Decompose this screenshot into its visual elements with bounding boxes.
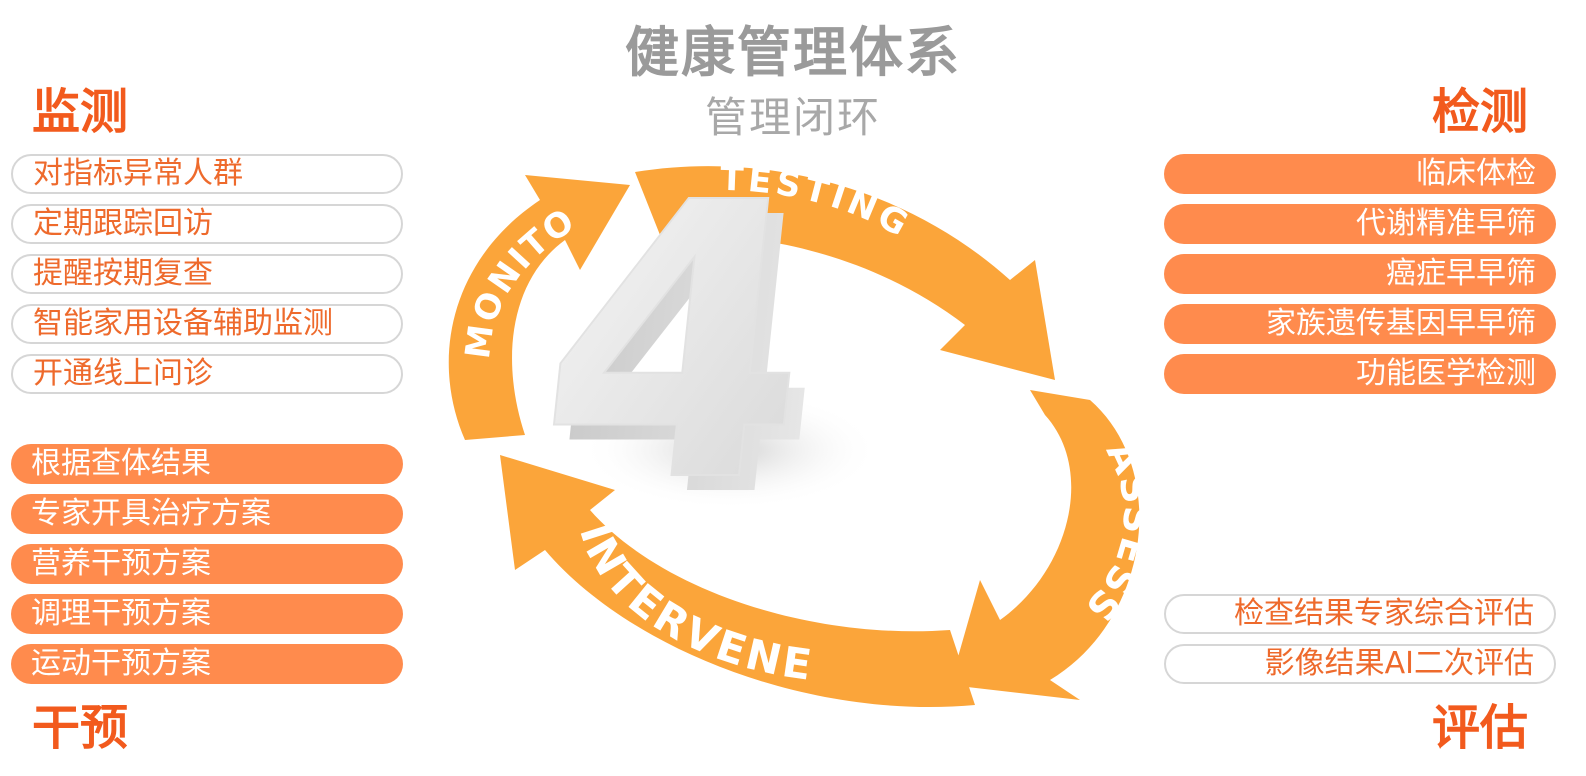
cycle-diagram: MONITOR TESTING ASSESS INTERVENE 4 4 [430, 150, 1157, 708]
assess-heading: 评估 [1432, 700, 1529, 756]
assess-item: 影像结果AI二次评估 [1164, 644, 1556, 684]
monitor-item: 提醒按期复查 [11, 254, 403, 294]
center-number-face: 4 [522, 150, 833, 565]
intervene-item: 营养干预方案 [11, 544, 403, 584]
monitor-item: 对指标异常人群 [11, 154, 403, 194]
testing-list: 临床体检 代谢精准早筛 癌症早早筛 家族遗传基因早早筛 功能医学检测 [1164, 154, 1556, 396]
center-number-depth: 4 [538, 150, 849, 580]
intervene-item: 运动干预方案 [11, 644, 403, 684]
assess-list: 检查结果专家综合评估 影像结果AI二次评估 [1164, 594, 1556, 686]
testing-heading: 检测 [1432, 84, 1529, 140]
testing-item: 代谢精准早筛 [1164, 204, 1556, 244]
page-subtitle: 管理闭环 [704, 93, 881, 142]
assess-arrow: ASSESS [950, 390, 1157, 700]
assess-item: 检查结果专家综合评估 [1164, 594, 1556, 634]
testing-item: 临床体检 [1164, 154, 1556, 194]
page-title: 健康管理体系 [625, 21, 961, 84]
monitor-item: 开通线上问诊 [11, 354, 403, 394]
monitor-heading: 监测 [32, 84, 129, 140]
monitor-list: 对指标异常人群 定期跟踪回访 提醒按期复查 智能家用设备辅助监测 开通线上问诊 [11, 154, 403, 396]
testing-item: 功能医学检测 [1164, 354, 1556, 394]
intervene-item: 调理干预方案 [11, 594, 403, 634]
testing-item: 家族遗传基因早早筛 [1164, 304, 1556, 344]
intervene-item: 根据查体结果 [11, 444, 403, 484]
intervene-list: 根据查体结果 专家开具治疗方案 营养干预方案 调理干预方案 运动干预方案 [11, 444, 403, 686]
center-shadow [580, 390, 880, 510]
intervene-heading: 干预 [32, 700, 129, 756]
monitor-item: 智能家用设备辅助监测 [11, 304, 403, 344]
intervene-item: 专家开具治疗方案 [11, 494, 403, 534]
testing-item: 癌症早早筛 [1164, 254, 1556, 294]
center-number: 4 4 [521, 150, 880, 580]
monitor-item: 定期跟踪回访 [11, 204, 403, 244]
